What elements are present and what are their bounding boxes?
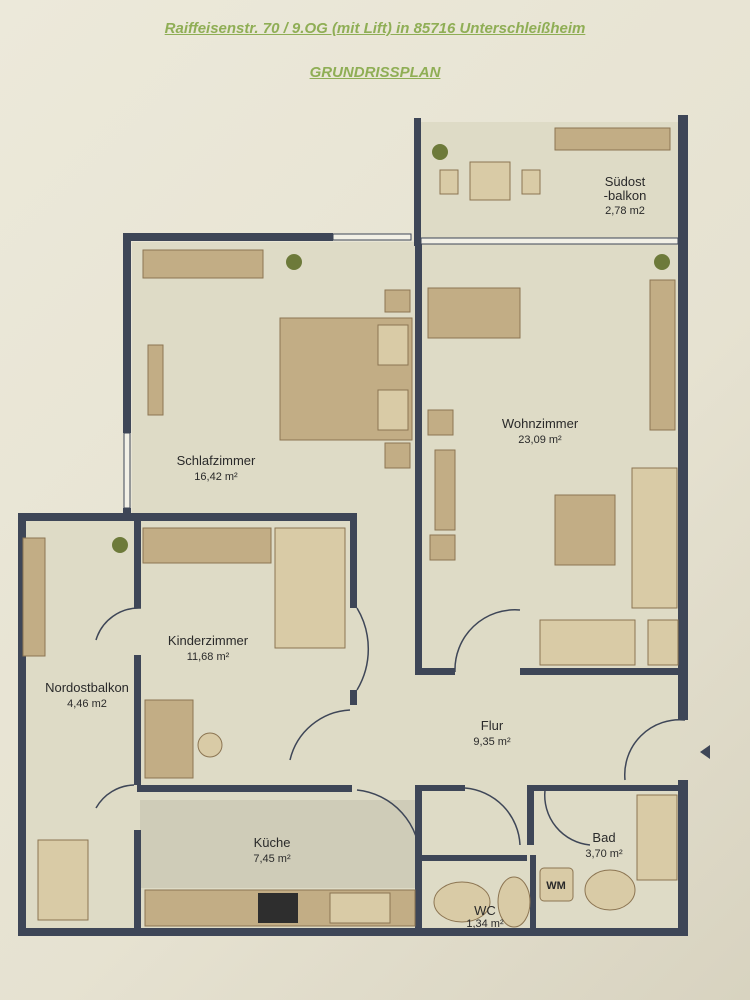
dining-table <box>427 287 521 339</box>
door-flur <box>289 709 351 761</box>
desk <box>144 699 194 779</box>
room-area-kinderzimmer: 11,68 m² <box>187 651 230 663</box>
planter <box>554 127 671 151</box>
bathtub <box>636 794 678 881</box>
door-bad <box>543 789 591 846</box>
doors <box>95 607 710 861</box>
sofa <box>631 467 678 609</box>
wardrobe <box>142 249 264 279</box>
balcony-table-nord <box>37 839 89 921</box>
kitchen-tiles <box>140 800 418 888</box>
door-kinderzimmer <box>356 607 370 691</box>
room-name-suedostbalkon-2: -balkon <box>604 188 647 203</box>
room-area-nordostbalkon: 4,46 m2 <box>67 698 107 710</box>
room-name-flur: Flur <box>481 718 504 733</box>
planter-nord <box>22 537 46 657</box>
plan-title: GRUNDRISSPLAN <box>309 64 441 81</box>
address-heading: Raiffeisenstr. 70 / 9.OG (mit Lift) in 8… <box>164 20 586 37</box>
bath-sink <box>584 869 636 911</box>
room-area-schlafzimmer: 16,42 m² <box>194 471 238 483</box>
room-name-wohnzimmer: Wohnzimmer <box>502 416 579 431</box>
plant-icon <box>112 537 128 553</box>
room-area-wc: 1,34 m² <box>466 918 504 930</box>
room-area-suedostbalkon: 2,78 m2 <box>605 205 645 217</box>
tv-stand <box>434 449 456 531</box>
room-name-bad: Bad <box>592 830 615 845</box>
door-wohnzimmer <box>454 609 521 673</box>
coffee-table <box>554 494 616 566</box>
door-balkon-kueche <box>95 784 135 809</box>
room-labels: Südost -balkon 2,78 m2 Schlafzimmer 16,4… <box>45 174 646 930</box>
room-name-schlafzimmer: Schlafzimmer <box>177 453 256 468</box>
plant-icon <box>654 254 670 270</box>
sideboard <box>649 279 676 431</box>
washing-machine <box>539 867 574 902</box>
door-entrance <box>624 719 686 781</box>
furniture: WM <box>22 127 679 928</box>
window <box>123 432 131 509</box>
tv-board <box>147 344 164 416</box>
room-name-suedostbalkon: Südost <box>605 174 646 189</box>
walls <box>18 115 688 936</box>
kids-wardrobe <box>142 527 272 564</box>
door-balkon-kinder <box>95 607 142 641</box>
kids-bed <box>274 527 346 649</box>
room-area-wohnzimmer: 23,09 m² <box>518 434 562 446</box>
washing-machine-label: WM <box>546 880 566 892</box>
toilet <box>433 881 491 923</box>
window <box>332 233 412 241</box>
stove <box>258 893 298 923</box>
balcony-table <box>469 161 511 201</box>
sink <box>329 892 391 924</box>
room-area-flur: 9,35 m² <box>473 736 511 748</box>
room-area-bad: 3,70 m² <box>585 848 623 860</box>
plant-icon <box>432 144 448 160</box>
room-area-kueche: 7,45 m² <box>253 853 291 865</box>
plant-icon <box>286 254 302 270</box>
room-name-nordostbalkon: Nordostbalkon <box>45 680 129 695</box>
door-kueche <box>356 789 421 861</box>
entrance-arrow-icon <box>700 745 710 759</box>
wc-sink <box>497 876 531 928</box>
room-name-kinderzimmer: Kinderzimmer <box>168 633 249 648</box>
door-wc <box>464 787 521 846</box>
balcony-door <box>420 237 679 245</box>
room-name-kueche: Küche <box>254 835 291 850</box>
room-name-wc: WC <box>474 903 496 918</box>
armchair-sofa <box>539 619 636 666</box>
